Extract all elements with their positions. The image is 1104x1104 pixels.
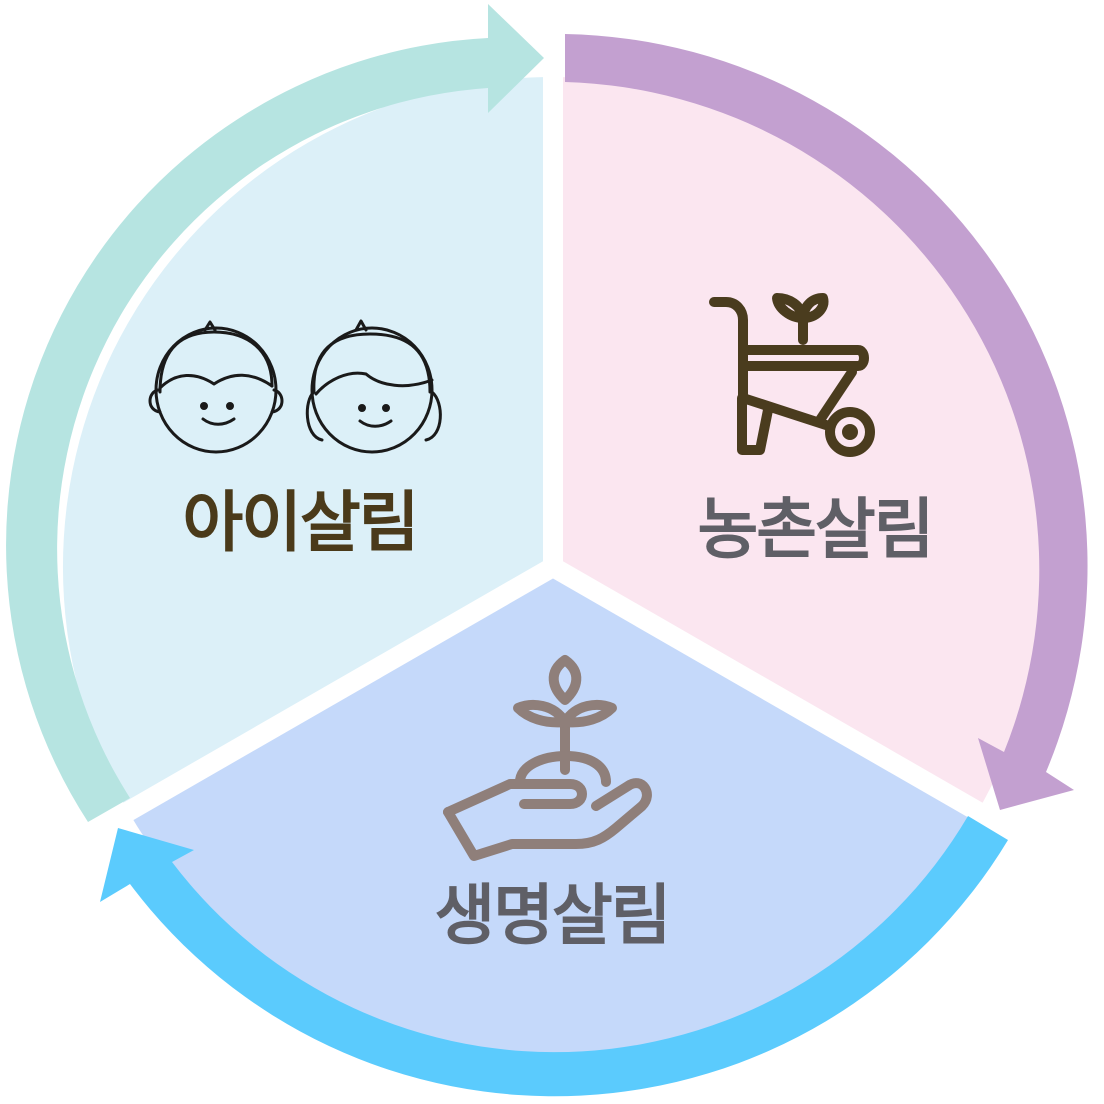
label-child: 아이살림 [183,484,418,561]
two-children-faces-icon [148,319,442,454]
hand-holding-sprout-icon [443,655,652,861]
arrow-life [100,816,1008,1097]
wheelbarrow-sprout-icon [709,293,875,457]
label-village: 농촌살림 [698,491,933,568]
arrow-child [6,4,544,822]
label-life: 생명살림 [435,877,670,954]
arrow-village [565,34,1088,810]
sector-dividers [91,40,1015,839]
